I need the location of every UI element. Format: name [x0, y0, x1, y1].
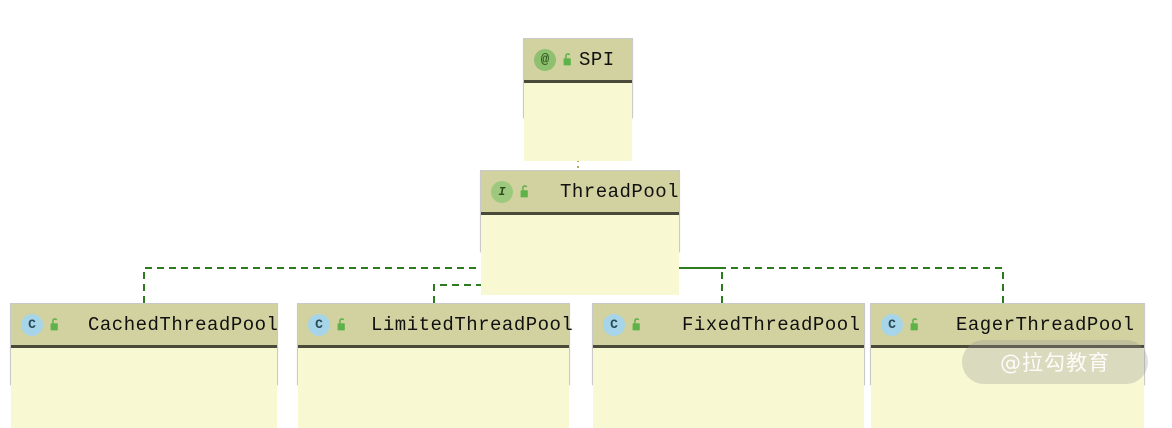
node-fixedthreadpool-body — [593, 348, 864, 428]
node-fixedthreadpool-title: FixedThreadPool — [682, 313, 861, 336]
node-spi-body — [524, 83, 632, 161]
interface-badge-icon: I — [491, 180, 513, 203]
link-eager-to-threadpool — [647, 267, 1004, 303]
node-limitedthreadpool[interactable]: C LimitedThreadPool — [297, 303, 573, 428]
node-eagerthreadpool-body — [871, 348, 1144, 428]
unlocked-padlock-icon — [908, 317, 922, 332]
annotation-badge-icon: @ — [534, 48, 556, 71]
unlocked-padlock-icon — [561, 52, 575, 67]
node-cachedthreadpool-title: CachedThreadPool — [88, 313, 279, 336]
unlocked-padlock-icon — [630, 317, 644, 332]
link-cached-to-threadpool — [143, 267, 507, 303]
node-cachedthreadpool[interactable]: C CachedThreadPool — [10, 303, 279, 428]
node-limitedthreadpool-title: LimitedThreadPool — [371, 313, 574, 336]
unlocked-padlock-icon — [48, 317, 62, 332]
unlocked-padlock-icon — [335, 317, 349, 332]
node-limitedthreadpool-body — [298, 348, 569, 428]
class-badge-icon: C — [21, 313, 43, 336]
node-eagerthreadpool-title: EagerThreadPool — [956, 313, 1135, 336]
node-threadpool-body — [481, 215, 679, 295]
node-fixedthreadpool-header: C FixedThreadPool — [593, 304, 864, 348]
node-limitedthreadpool-header: C LimitedThreadPool — [298, 304, 573, 348]
unlocked-padlock-icon — [518, 184, 532, 199]
class-badge-icon: C — [603, 313, 625, 336]
node-cachedthreadpool-header: C CachedThreadPool — [11, 304, 279, 348]
node-threadpool-header: I ThreadPool — [481, 171, 679, 215]
class-badge-icon: C — [881, 313, 903, 336]
node-threadpool-title: ThreadPool — [560, 180, 680, 203]
uml-class-diagram: @ SPI I ThreadPool — [10, 38, 1148, 428]
node-fixedthreadpool[interactable]: C FixedThreadPool — [592, 303, 865, 428]
node-spi-header: @ SPI — [524, 39, 632, 83]
node-spi[interactable]: @ SPI — [523, 38, 633, 161]
node-eagerthreadpool-header: C EagerThreadPool — [871, 304, 1144, 348]
node-spi-title: SPI — [579, 48, 615, 71]
class-badge-icon: C — [308, 313, 330, 336]
node-eagerthreadpool[interactable]: C EagerThreadPool — [870, 303, 1145, 428]
node-threadpool[interactable]: I ThreadPool — [480, 170, 680, 295]
node-cachedthreadpool-body — [11, 348, 277, 428]
